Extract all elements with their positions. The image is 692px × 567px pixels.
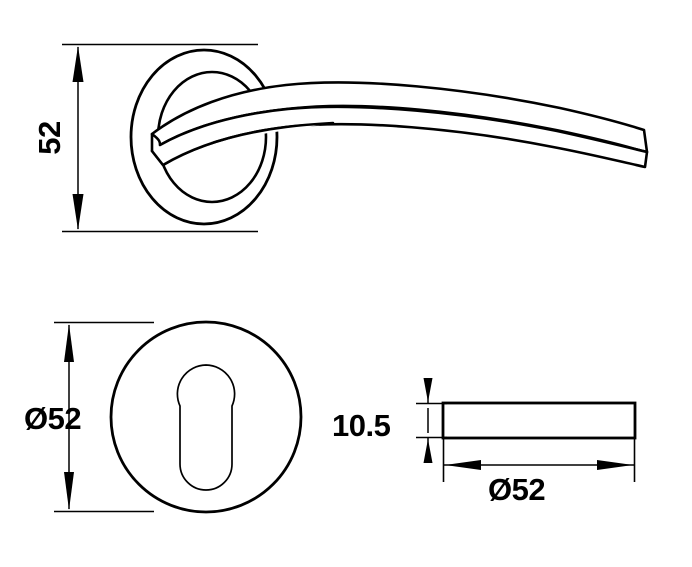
width-arrow-left: [445, 460, 481, 470]
escutcheon-dim-arrow-down: [64, 472, 74, 510]
escutcheon-side-width-dim-label: Ø52: [488, 472, 545, 507]
lever-dim-arrow-down: [72, 194, 84, 230]
lever-handle-neck-contour: [150, 121, 335, 167]
lever-front-view: 52: [32, 43, 649, 233]
lever-dim-arrow-up: [72, 46, 84, 82]
thickness-arrow-bottom: [423, 439, 433, 463]
escutcheon-face-view: Ø52: [24, 320, 303, 514]
thickness-arrow-top: [423, 378, 433, 402]
escutcheon-diameter-dim-label: Ø52: [24, 401, 81, 436]
escutcheon-outer-circle: [109, 320, 303, 514]
escutcheon-dim-arrow-up: [64, 324, 74, 362]
escutcheon-thickness-dim-label: 10.5: [332, 408, 391, 443]
escutcheon-euro-keyhole: [176, 364, 236, 491]
width-arrow-right: [597, 460, 633, 470]
lever-handle-crease-line: [159, 104, 648, 153]
escutcheon-side-profile-rect: [441, 401, 637, 440]
escutcheon-side-view: 10.5 Ø52: [332, 378, 637, 507]
lever-height-dim-label: 52: [32, 121, 67, 154]
